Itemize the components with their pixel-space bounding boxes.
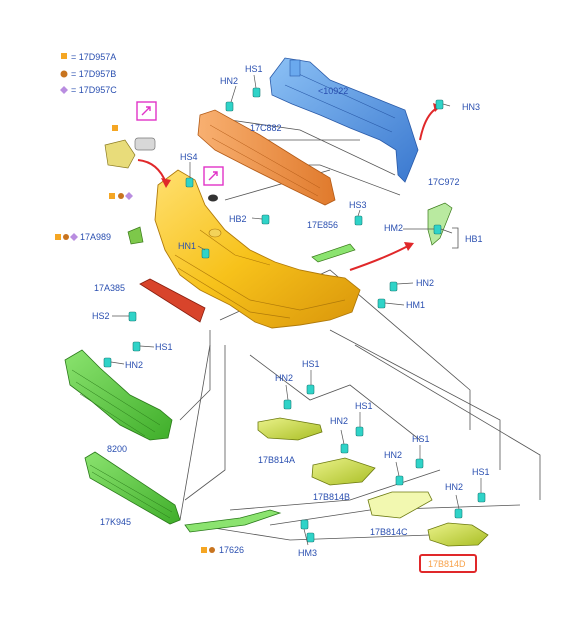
legend-diamond-icon: [60, 86, 68, 94]
sensor-bracket[interactable]: [104, 125, 156, 169]
label-hn2-top[interactable]: HN2: [220, 76, 238, 86]
label-hb1[interactable]: HB1: [465, 234, 483, 244]
label-grille-upper[interactable]: 8200: [107, 444, 127, 454]
label-hm3[interactable]: HM3: [298, 548, 317, 558]
label-hb2[interactable]: HB2: [229, 214, 247, 224]
label-hs1-grille[interactable]: HS1: [155, 342, 173, 352]
label-hs1-b[interactable]: HS1: [355, 401, 373, 411]
legend-square-icon: [61, 53, 67, 59]
insert-d-shape[interactable]: [427, 522, 489, 547]
label-hn2-c[interactable]: HN2: [384, 450, 402, 460]
magenta-marker-icon: [136, 101, 224, 202]
label-hs4[interactable]: HS4: [180, 152, 198, 162]
lower-valance[interactable]: [184, 509, 282, 533]
label-hn2-a[interactable]: HN2: [275, 373, 293, 383]
legend-a: = 17D957A: [71, 52, 116, 62]
label-side-trim[interactable]: 17E856: [307, 220, 338, 230]
label-hs3[interactable]: HS3: [349, 200, 367, 210]
label-hm1[interactable]: HM1: [406, 300, 425, 310]
legend: = 17D957A = 17D957B = 17D957C: [60, 52, 117, 95]
label-hs1-a[interactable]: HS1: [302, 359, 320, 369]
label-insert-c[interactable]: 17B814C: [370, 527, 408, 537]
clip-icon: [103, 87, 486, 543]
upper-grille[interactable]: [64, 349, 173, 441]
label-hs1-top[interactable]: HS1: [245, 64, 263, 74]
label-hs1-d[interactable]: HS1: [472, 467, 490, 477]
legend-circle-icon: [60, 70, 68, 78]
legend-b: = 17D957B: [71, 69, 116, 79]
part-labels: HS1 HN2 <10922 HN3 17C882 HS4 17C972 HS3…: [80, 64, 490, 569]
label-lower-strip[interactable]: 17A385: [94, 283, 125, 293]
label-reinforcement[interactable]: <10922: [318, 86, 348, 96]
square-marker-icon: [112, 125, 118, 131]
label-hs2[interactable]: HS2: [92, 311, 110, 321]
lower-reflector-strip[interactable]: [139, 278, 206, 323]
emblem-icon: [208, 194, 218, 202]
label-absorber[interactable]: 17C882: [250, 123, 282, 133]
side-trim[interactable]: [311, 243, 356, 263]
label-grille-lower[interactable]: 17K945: [100, 517, 131, 527]
label-bracket-right[interactable]: 17C972: [428, 177, 460, 187]
right-bracket[interactable]: [427, 202, 459, 249]
highlight-box[interactable]: [419, 554, 477, 573]
label-hn2-d[interactable]: HN2: [445, 482, 463, 492]
label-valance[interactable]: 17626: [219, 545, 244, 555]
bumper-reinforcement[interactable]: [269, 57, 419, 183]
label-hs1-c[interactable]: HS1: [412, 434, 430, 444]
insert-a-shape[interactable]: [257, 417, 323, 441]
lower-grille[interactable]: [84, 451, 181, 525]
front-bumper-cover[interactable]: [154, 169, 361, 329]
label-hn2-grille[interactable]: HN2: [125, 360, 143, 370]
insert-c-shape[interactable]: [367, 491, 433, 519]
label-hm2[interactable]: HM2: [384, 223, 403, 233]
label-insert-a[interactable]: 17B814A: [258, 455, 295, 465]
label-insert-d[interactable]: 17B814D: [428, 559, 466, 569]
label-hn2-mid[interactable]: HN2: [416, 278, 434, 288]
insert-b-shape[interactable]: [311, 457, 376, 486]
material-markers: [55, 192, 215, 553]
label-grille-clip[interactable]: 17A989: [80, 232, 111, 242]
energy-absorber[interactable]: [197, 109, 336, 206]
label-insert-b[interactable]: 17B814B: [313, 492, 350, 502]
legend-c: = 17D957C: [71, 85, 117, 95]
label-hn1[interactable]: HN1: [178, 241, 196, 251]
label-hn2-b[interactable]: HN2: [330, 416, 348, 426]
clip-leaders: [110, 74, 482, 546]
label-hn3-top[interactable]: HN3: [462, 102, 480, 112]
grille-clip[interactable]: [127, 226, 144, 245]
